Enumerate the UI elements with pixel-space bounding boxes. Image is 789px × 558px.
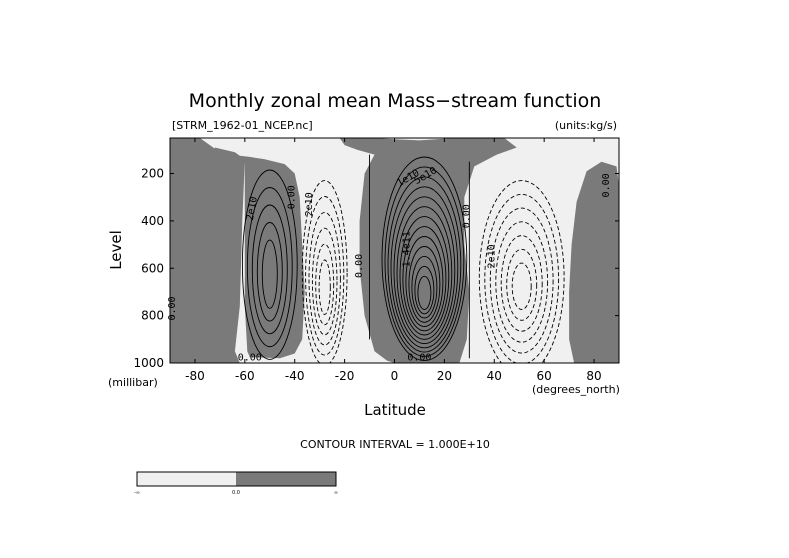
positive-region-5 (339, 138, 517, 363)
colorbar: -∞ 0.0 ∞ (134, 471, 338, 496)
positive-region-1 (170, 138, 245, 363)
x-tick-label--20: -20 (335, 369, 355, 383)
contour-interval-text: CONTOUR INTERVAL = 1.000E+10 (300, 438, 490, 451)
contour-label-6: 1.4e11 (402, 231, 413, 267)
contour-label-3: 2e10 (304, 192, 315, 216)
contour-sh-cell-4 (256, 222, 283, 322)
colorbar-label-3: ∞ (334, 490, 338, 496)
y-axis-unit: (millibar) (108, 376, 158, 389)
contour-nh-cell-1 (478, 180, 565, 363)
contour-hadley-12 (414, 265, 435, 315)
positive-region-6 (569, 161, 619, 363)
x-tick-label-20: 20 (437, 369, 452, 383)
contour-sh-hadley-6 (318, 259, 331, 315)
colorbar-label-1: -∞ (134, 490, 140, 496)
contour-sh-cell-3 (251, 204, 288, 335)
colorbar-positive (236, 472, 336, 486)
contour-label-13: 0.00 (407, 353, 431, 364)
chart-subtitle-units: (units:kg/s) (555, 119, 617, 132)
contour-label-4: 0.00 (354, 254, 365, 278)
contour-hadley-3 (387, 176, 462, 353)
contour-hadley-5 (393, 196, 456, 345)
contour-hadley-9 (405, 236, 444, 327)
contour-nh-cell-3 (489, 207, 554, 354)
contour-hadley-13 (417, 275, 432, 310)
contour-label-2: 0.00 (287, 185, 298, 209)
contour-nh-cell-5 (500, 235, 543, 332)
contour-sh-hadley-5 (315, 243, 335, 326)
colorbar-label-2: 0.0 (232, 490, 240, 496)
positive-region-2 (170, 301, 230, 363)
contour-sh-hadley-1 (301, 180, 348, 363)
x-tick-label-80: 80 (586, 369, 601, 383)
y-tick-label-600: 600 (141, 261, 164, 275)
x-tick-label-40: 40 (487, 369, 502, 383)
x-axis-unit: (degrees_north) (532, 383, 620, 396)
contour-sh-hadley-4 (311, 227, 338, 336)
x-axis-label: Latitude (364, 401, 426, 419)
colorbar-frame (136, 471, 337, 487)
y-axis-label: Level (107, 230, 125, 270)
contour-hadley-7 (399, 216, 450, 336)
x-tick-label--40: -40 (285, 369, 305, 383)
contour-hadley-4 (390, 186, 459, 349)
contour-label-9: 0.00 (461, 204, 472, 228)
contour-sh-cell-2 (246, 187, 293, 348)
y-tick-label-400: 400 (141, 214, 164, 228)
contour-label-12: 0.00 (238, 353, 262, 364)
contour-hadley-8 (402, 226, 447, 332)
colorbar-negative (137, 472, 236, 486)
contour-hadley-1 (381, 156, 468, 362)
chart-subtitle-file: [STRM_1962-01_NCEP.nc] (172, 119, 313, 132)
contour-hadley-11 (411, 255, 438, 319)
contour-sh-cell-5 (261, 239, 278, 309)
contour-nh-cell-2 (484, 193, 560, 363)
contour-hadley-6 (396, 206, 453, 340)
contour-label-11: 0.00 (601, 173, 612, 197)
contour-nh-cell-7 (511, 262, 532, 310)
contour-sh-hadley-2 (305, 196, 345, 356)
y-tick-label-200: 200 (141, 167, 164, 181)
x-tick-label--80: -80 (185, 369, 205, 383)
contour-label-1: 2e10 (245, 196, 260, 222)
contour-label-10: 2e10 (486, 244, 497, 268)
contour-sh-cell-1 (241, 169, 298, 360)
x-tick-label-60: 60 (537, 369, 552, 383)
contour-nh-cell-4 (495, 221, 549, 343)
chart-title: Monthly zonal mean Mass−stream function (189, 90, 602, 112)
x-tick-label--60: -60 (235, 369, 255, 383)
positive-region-3 (185, 138, 195, 141)
contour-hadley-10 (408, 246, 441, 323)
contour-label-5: 0.00 (167, 296, 178, 320)
contour-hadley-2 (384, 166, 465, 357)
x-tick-label-0: 0 (391, 369, 399, 383)
y-tick-label-800: 800 (141, 309, 164, 323)
contour-sh-hadley-3 (308, 211, 341, 346)
y-tick-label-1000: 1000 (133, 356, 164, 370)
contour-nh-cell-6 (506, 248, 538, 321)
